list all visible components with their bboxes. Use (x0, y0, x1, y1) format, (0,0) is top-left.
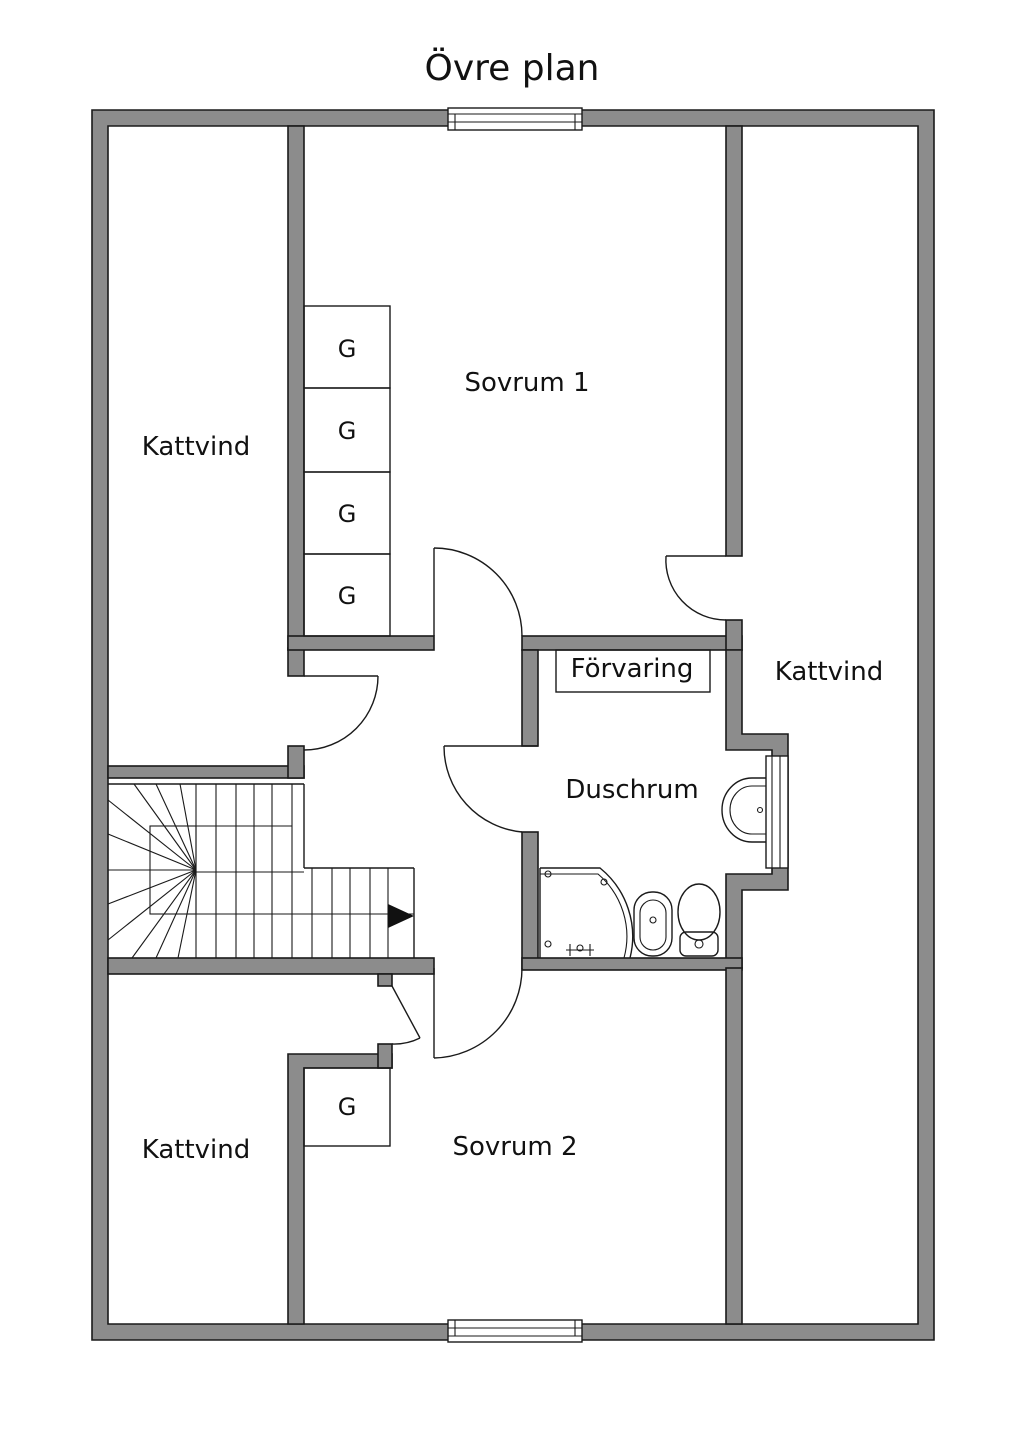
knee-wall-right-mid (725, 619, 743, 651)
closet (303, 1067, 391, 1147)
closet-door-jamb-lower (377, 1043, 393, 1069)
door-sovrum1 (433, 547, 523, 637)
knee-wall-left-top-stub (287, 647, 305, 677)
closets-sovrum2: G (303, 1067, 391, 1147)
shower (539, 867, 634, 959)
knee-wall-right-top (725, 125, 743, 557)
staircase (107, 783, 415, 959)
room-label-kattvind-right: Kattvind (775, 657, 884, 687)
knee-wall-right-bottom (725, 967, 743, 1325)
window-top (447, 107, 583, 131)
door-sovrum2 (433, 967, 523, 1059)
knee-wall-left-top (287, 125, 305, 651)
room-label-kattvind-left-bottom: Kattvind (142, 1135, 251, 1165)
door-kattvind-right (665, 555, 727, 621)
closet-label: G (338, 582, 357, 610)
door-kattvind-left-bottom (391, 985, 421, 1045)
duschrum-bottom-wall (521, 957, 743, 971)
duschrum-left-wall-bottom (521, 831, 539, 969)
room-label-forvaring: Förvaring (571, 654, 694, 684)
walls (91, 109, 935, 1341)
sink (721, 777, 766, 843)
toilet (677, 883, 721, 957)
stair-left-jamb (287, 745, 305, 779)
closet-label: G (338, 335, 357, 363)
window-duschrum (765, 755, 789, 869)
door-duschrum (443, 745, 538, 833)
stair-bottom-wall (107, 957, 435, 975)
closet-door-jamb (377, 973, 393, 987)
closet-label: G (338, 500, 357, 528)
door-kattvind-left-top (303, 675, 379, 751)
room-label-kattvind-left-top: Kattvind (142, 432, 251, 462)
window-bottom (447, 1319, 583, 1343)
sovrum1-bottom-wall-left (287, 635, 435, 651)
closet (303, 553, 391, 637)
room-label-sovrum-1: Sovrum 1 (464, 368, 589, 398)
outer-wall (91, 109, 935, 1341)
room-label-sovrum-2: Sovrum 2 (452, 1132, 577, 1162)
plan-title: Övre plan (425, 47, 600, 89)
bidet (633, 891, 673, 957)
closet-label: G (338, 1093, 357, 1121)
duschrum-top-wall (521, 635, 743, 651)
stair-direction-arrow (388, 904, 414, 928)
closets-sovrum1: G G G G (303, 305, 391, 637)
forvaring-box (555, 649, 711, 693)
kattvind-top-bottom-wall (107, 765, 305, 779)
room-label-duschrum: Duschrum (565, 775, 698, 805)
duschrum-left-wall-top (521, 649, 539, 747)
closet-label: G (338, 417, 357, 445)
